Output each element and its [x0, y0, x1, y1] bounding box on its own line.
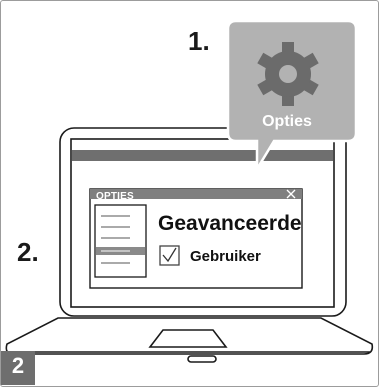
dialog-titlebar — [90, 189, 302, 199]
checkmark-icon — [162, 247, 177, 263]
step-one-label: 1. — [188, 26, 210, 56]
options-callout[interactable] — [226, 19, 358, 174]
screen-top-bar — [72, 150, 333, 161]
laptop-base — [5, 317, 374, 355]
laptop-trackpad — [148, 329, 228, 348]
dialog-heading: Geavanceerde — [158, 212, 302, 235]
gear-icon — [257, 42, 319, 106]
step-badge — [1, 351, 35, 385]
step-two-label: 2. — [17, 237, 39, 267]
callout-label: Opties — [262, 113, 312, 130]
step-badge-number: 2 — [11, 353, 25, 378]
dialog-document-panel — [94, 204, 147, 278]
document-lines — [101, 215, 130, 264]
options-dialog — [89, 188, 303, 289]
checkbox-label: Gebruiker — [190, 248, 261, 265]
laptop-front-notch — [187, 355, 217, 363]
dialog-title: OPTIES — [96, 191, 134, 202]
close-icon[interactable] — [286, 189, 296, 199]
